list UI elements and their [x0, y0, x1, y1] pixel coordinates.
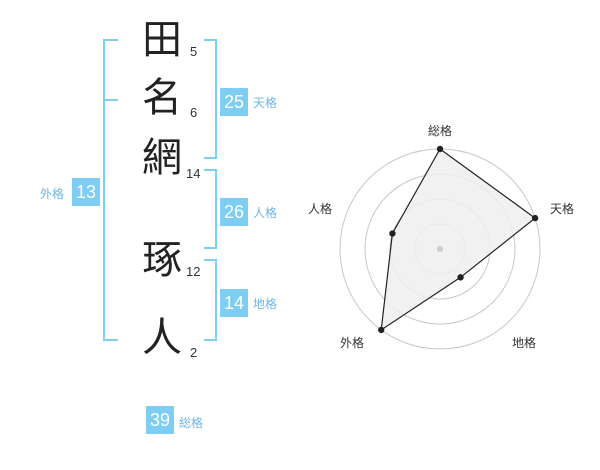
- soukaku-label: 総格: [179, 416, 204, 430]
- tenkaku-label: 天格: [253, 96, 278, 110]
- radar-polygon: [380, 148, 537, 332]
- name-char-1: 田: [142, 17, 182, 63]
- tenkaku-value-badge: 25: [220, 88, 248, 116]
- radar-point: [378, 326, 385, 334]
- bracket-gaikaku: [103, 39, 118, 341]
- gaikaku-label: 外格: [40, 187, 65, 201]
- stroke-count-1: 5: [190, 44, 198, 59]
- radar-point: [531, 214, 539, 222]
- radar-center: [437, 246, 443, 252]
- stroke-count-4: 12: [186, 264, 201, 279]
- bracket-tenkaku: [204, 39, 217, 159]
- radar-axis-label-tenkaku: 天格: [550, 202, 575, 216]
- radar-point: [389, 230, 396, 237]
- stroke-count-3: 14: [186, 166, 201, 181]
- stroke-count-5: 2: [190, 345, 198, 360]
- radar-axis-label-jinkaku: 人格: [308, 202, 333, 216]
- radar-axis-label-chikaku: 地格: [512, 336, 537, 350]
- radar-point: [457, 274, 464, 281]
- radar-axis-label-gaikaku: 外格: [340, 336, 365, 350]
- name-char-5: 人: [142, 315, 182, 361]
- bracket-jinkaku: [204, 169, 217, 249]
- chikaku-label: 地格: [253, 297, 278, 311]
- gaikaku-value-badge: 13: [72, 178, 100, 206]
- chikaku-value-badge: 14: [220, 289, 248, 317]
- radar-points: [378, 145, 539, 334]
- soukaku-value-badge: 39: [146, 406, 174, 434]
- jinkaku-label: 人格: [253, 206, 278, 220]
- radar-axis-label-soukaku: 総格: [428, 124, 453, 138]
- name-char-3: 網: [142, 135, 182, 181]
- radar-point: [436, 145, 444, 153]
- stroke-count-2: 6: [190, 105, 198, 120]
- name-char-2: 名: [142, 75, 182, 121]
- name-char-4: 琢: [142, 237, 182, 283]
- bracket-chikaku: [204, 259, 217, 341]
- jinkaku-value-badge: 26: [220, 198, 248, 226]
